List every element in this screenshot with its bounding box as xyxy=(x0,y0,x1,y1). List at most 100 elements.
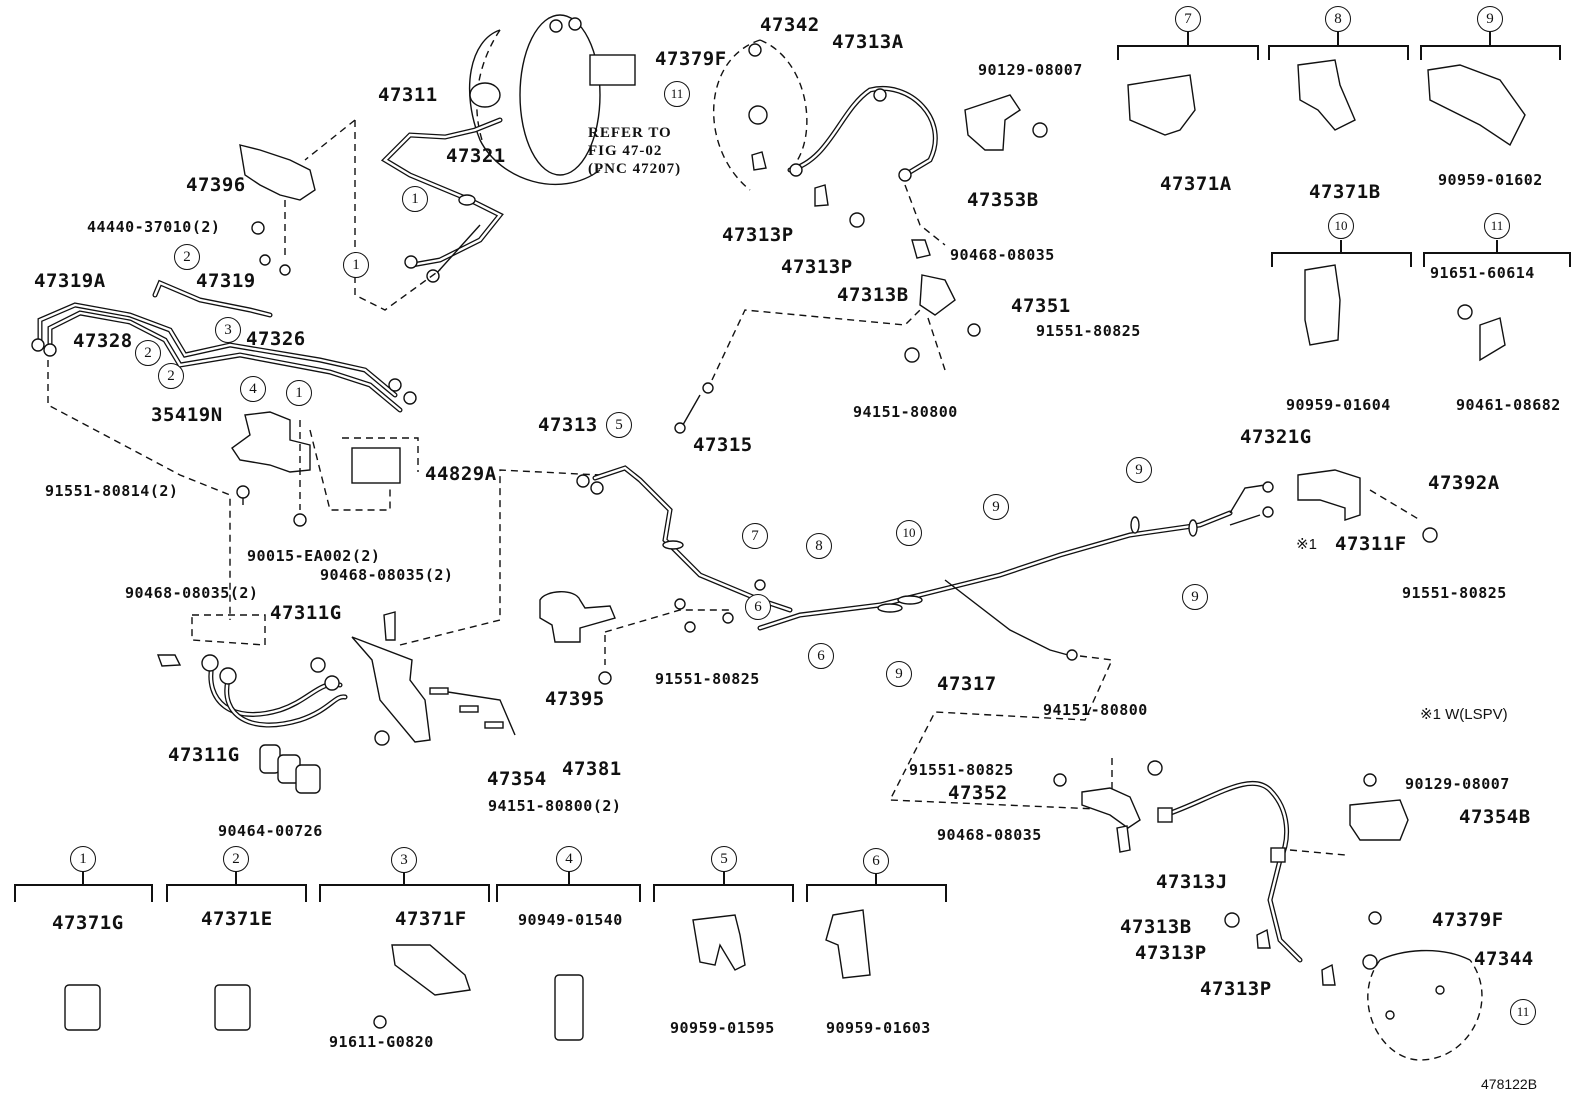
part-label-47313P-c[interactable]: 47313P xyxy=(1135,942,1207,964)
callout-9[interactable]: 9 xyxy=(983,494,1009,520)
part-label-47315[interactable]: 47315 xyxy=(693,434,753,456)
callout-9[interactable]: 9 xyxy=(886,661,912,687)
part-label-47344[interactable]: 47344 xyxy=(1474,948,1534,970)
legend-ref-10: 10 xyxy=(1328,213,1354,239)
part-label-47311F[interactable]: 47311F xyxy=(1335,533,1407,555)
part-label-35419N[interactable]: 35419N xyxy=(151,404,223,426)
callout-5[interactable]: 5 xyxy=(606,412,632,438)
legend-part-90959-01603[interactable]: 90959-01603 xyxy=(826,1019,931,1037)
part-label-47381[interactable]: 47381 xyxy=(562,758,622,780)
part-label-47313P-b[interactable]: 47313P xyxy=(781,256,853,278)
part-label-47351[interactable]: 47351 xyxy=(1011,295,1071,317)
part-label-91551-80825-right[interactable]: 91551-80825 xyxy=(1402,584,1507,602)
refer-note-line-1: REFER TO xyxy=(588,125,672,141)
part-label-94151-80800-top[interactable]: 94151-80800 xyxy=(853,403,958,421)
part-label-90468-08035-mid[interactable]: 90468-08035(2) xyxy=(320,566,454,584)
legend-ref-4: 4 xyxy=(556,846,582,872)
legend-part-90959-01602[interactable]: 90959-01602 xyxy=(1438,171,1543,189)
part-label-90468-08035-bottom[interactable]: 90468-08035 xyxy=(937,826,1042,844)
legend-ref-1: 1 xyxy=(70,846,96,872)
part-label-90129-08007-top[interactable]: 90129-08007 xyxy=(978,61,1083,79)
part-label-47313[interactable]: 47313 xyxy=(538,414,598,436)
callout-6[interactable]: 6 xyxy=(808,643,834,669)
lspv-marker: ※1 xyxy=(1296,536,1317,553)
refer-note-line-2: FIG 47-02 xyxy=(588,143,663,159)
legend-part-47371G[interactable]: 47371G xyxy=(52,912,124,934)
part-label-94151-80800-2[interactable]: 94151-80800(2) xyxy=(488,797,622,815)
legend-part-47371E[interactable]: 47371E xyxy=(201,908,273,930)
part-label-90129-08007-bottom[interactable]: 90129-08007 xyxy=(1405,775,1510,793)
callout-11[interactable]: 11 xyxy=(1510,999,1536,1025)
figure-id: 478122B xyxy=(1481,1076,1538,1092)
legend-brackets xyxy=(14,32,1571,902)
callout-2[interactable]: 2 xyxy=(158,363,184,389)
part-label-90464-00726[interactable]: 90464-00726 xyxy=(218,822,323,840)
legend-part-47371A[interactable]: 47371A xyxy=(1160,173,1232,195)
legend-part-91651-60614[interactable]: 91651-60614 xyxy=(1430,264,1535,282)
part-label-91551-80825-bottom[interactable]: 91551-80825 xyxy=(909,761,1014,779)
part-label-47352[interactable]: 47352 xyxy=(948,782,1008,804)
part-label-47353B[interactable]: 47353B xyxy=(967,189,1039,211)
part-label-90015-EA002[interactable]: 90015-EA002(2) xyxy=(247,547,381,565)
part-label-47328[interactable]: 47328 xyxy=(73,330,133,352)
callout-8[interactable]: 8 xyxy=(806,533,832,559)
part-label-90468-08035-left[interactable]: 90468-08035(2) xyxy=(125,584,259,602)
legend-part-47371F[interactable]: 47371F xyxy=(395,908,467,930)
callout-3[interactable]: 3 xyxy=(215,317,241,343)
callout-1[interactable]: 1 xyxy=(402,186,428,212)
callout-1[interactable]: 1 xyxy=(343,252,369,278)
part-label-47354[interactable]: 47354 xyxy=(487,768,547,790)
callout-11[interactable]: 11 xyxy=(664,81,690,107)
callout-9[interactable]: 9 xyxy=(1182,584,1208,610)
part-label-47313J[interactable]: 47313J xyxy=(1156,871,1228,893)
callout-10[interactable]: 10 xyxy=(896,520,922,546)
legend-part-90959-01604[interactable]: 90959-01604 xyxy=(1286,396,1391,414)
part-label-47379F-bottom[interactable]: 47379F xyxy=(1432,909,1504,931)
part-label-47321G[interactable]: 47321G xyxy=(1240,426,1312,448)
part-label-47321[interactable]: 47321 xyxy=(446,145,506,167)
callout-1[interactable]: 1 xyxy=(286,380,312,406)
legend-ref-11: 11 xyxy=(1484,213,1510,239)
part-label-47311G-top[interactable]: 47311G xyxy=(270,602,342,624)
legend-part-90959-01595[interactable]: 90959-01595 xyxy=(670,1019,775,1037)
part-label-91551-80814[interactable]: 91551-80814(2) xyxy=(45,482,179,500)
brake-booster xyxy=(468,14,636,186)
callout-4[interactable]: 4 xyxy=(240,376,266,402)
part-label-47319A[interactable]: 47319A xyxy=(34,270,106,292)
callout-9[interactable]: 9 xyxy=(1126,457,1152,483)
legend-part-90949-01540[interactable]: 90949-01540 xyxy=(518,911,623,929)
part-label-47396[interactable]: 47396 xyxy=(186,174,246,196)
part-label-91551-80825-mid[interactable]: 91551-80825 xyxy=(655,670,760,688)
part-label-47392A[interactable]: 47392A xyxy=(1428,472,1500,494)
footnote-lspv: ※1 W(LSPV) xyxy=(1420,706,1508,723)
part-label-47342[interactable]: 47342 xyxy=(760,14,820,36)
part-label-44440-37010[interactable]: 44440-37010(2) xyxy=(87,218,221,236)
part-label-47395[interactable]: 47395 xyxy=(545,688,605,710)
part-label-47354B[interactable]: 47354B xyxy=(1459,806,1531,828)
part-label-90468-08035-top[interactable]: 90468-08035 xyxy=(950,246,1055,264)
legend-part-47371B[interactable]: 47371B xyxy=(1309,181,1381,203)
part-label-47313B-bottom[interactable]: 47313B xyxy=(1120,916,1192,938)
part-label-47313P-d[interactable]: 47313P xyxy=(1200,978,1272,1000)
refer-note: REFER TO FIG 47-02 (PNC 47207) xyxy=(588,124,681,178)
part-label-94151-80800-bottom[interactable]: 94151-80800 xyxy=(1043,701,1148,719)
legend-ref-7: 7 xyxy=(1175,6,1201,32)
part-label-47313P-a[interactable]: 47313P xyxy=(722,224,794,246)
part-label-44829A[interactable]: 44829A xyxy=(425,463,497,485)
callout-2[interactable]: 2 xyxy=(174,244,200,270)
part-label-47313B-top[interactable]: 47313B xyxy=(837,284,909,306)
callout-2[interactable]: 2 xyxy=(135,340,161,366)
part-label-47313A[interactable]: 47313A xyxy=(832,31,904,53)
part-label-47379F-top[interactable]: 47379F xyxy=(655,48,727,70)
part-label-91551-80825-top[interactable]: 91551-80825 xyxy=(1036,322,1141,340)
legend-part-90461-08682[interactable]: 90461-08682 xyxy=(1456,396,1561,414)
part-label-47326[interactable]: 47326 xyxy=(246,328,306,350)
part-label-47319[interactable]: 47319 xyxy=(196,270,256,292)
part-label-47311[interactable]: 47311 xyxy=(378,84,438,106)
part-label-47317[interactable]: 47317 xyxy=(937,673,997,695)
legend-part-91611-G0820[interactable]: 91611-G0820 xyxy=(329,1033,434,1051)
part-label-47311G-bottom[interactable]: 47311G xyxy=(168,744,240,766)
callout-6[interactable]: 6 xyxy=(745,594,771,620)
legend-ref-9: 9 xyxy=(1477,6,1503,32)
callout-7[interactable]: 7 xyxy=(742,523,768,549)
